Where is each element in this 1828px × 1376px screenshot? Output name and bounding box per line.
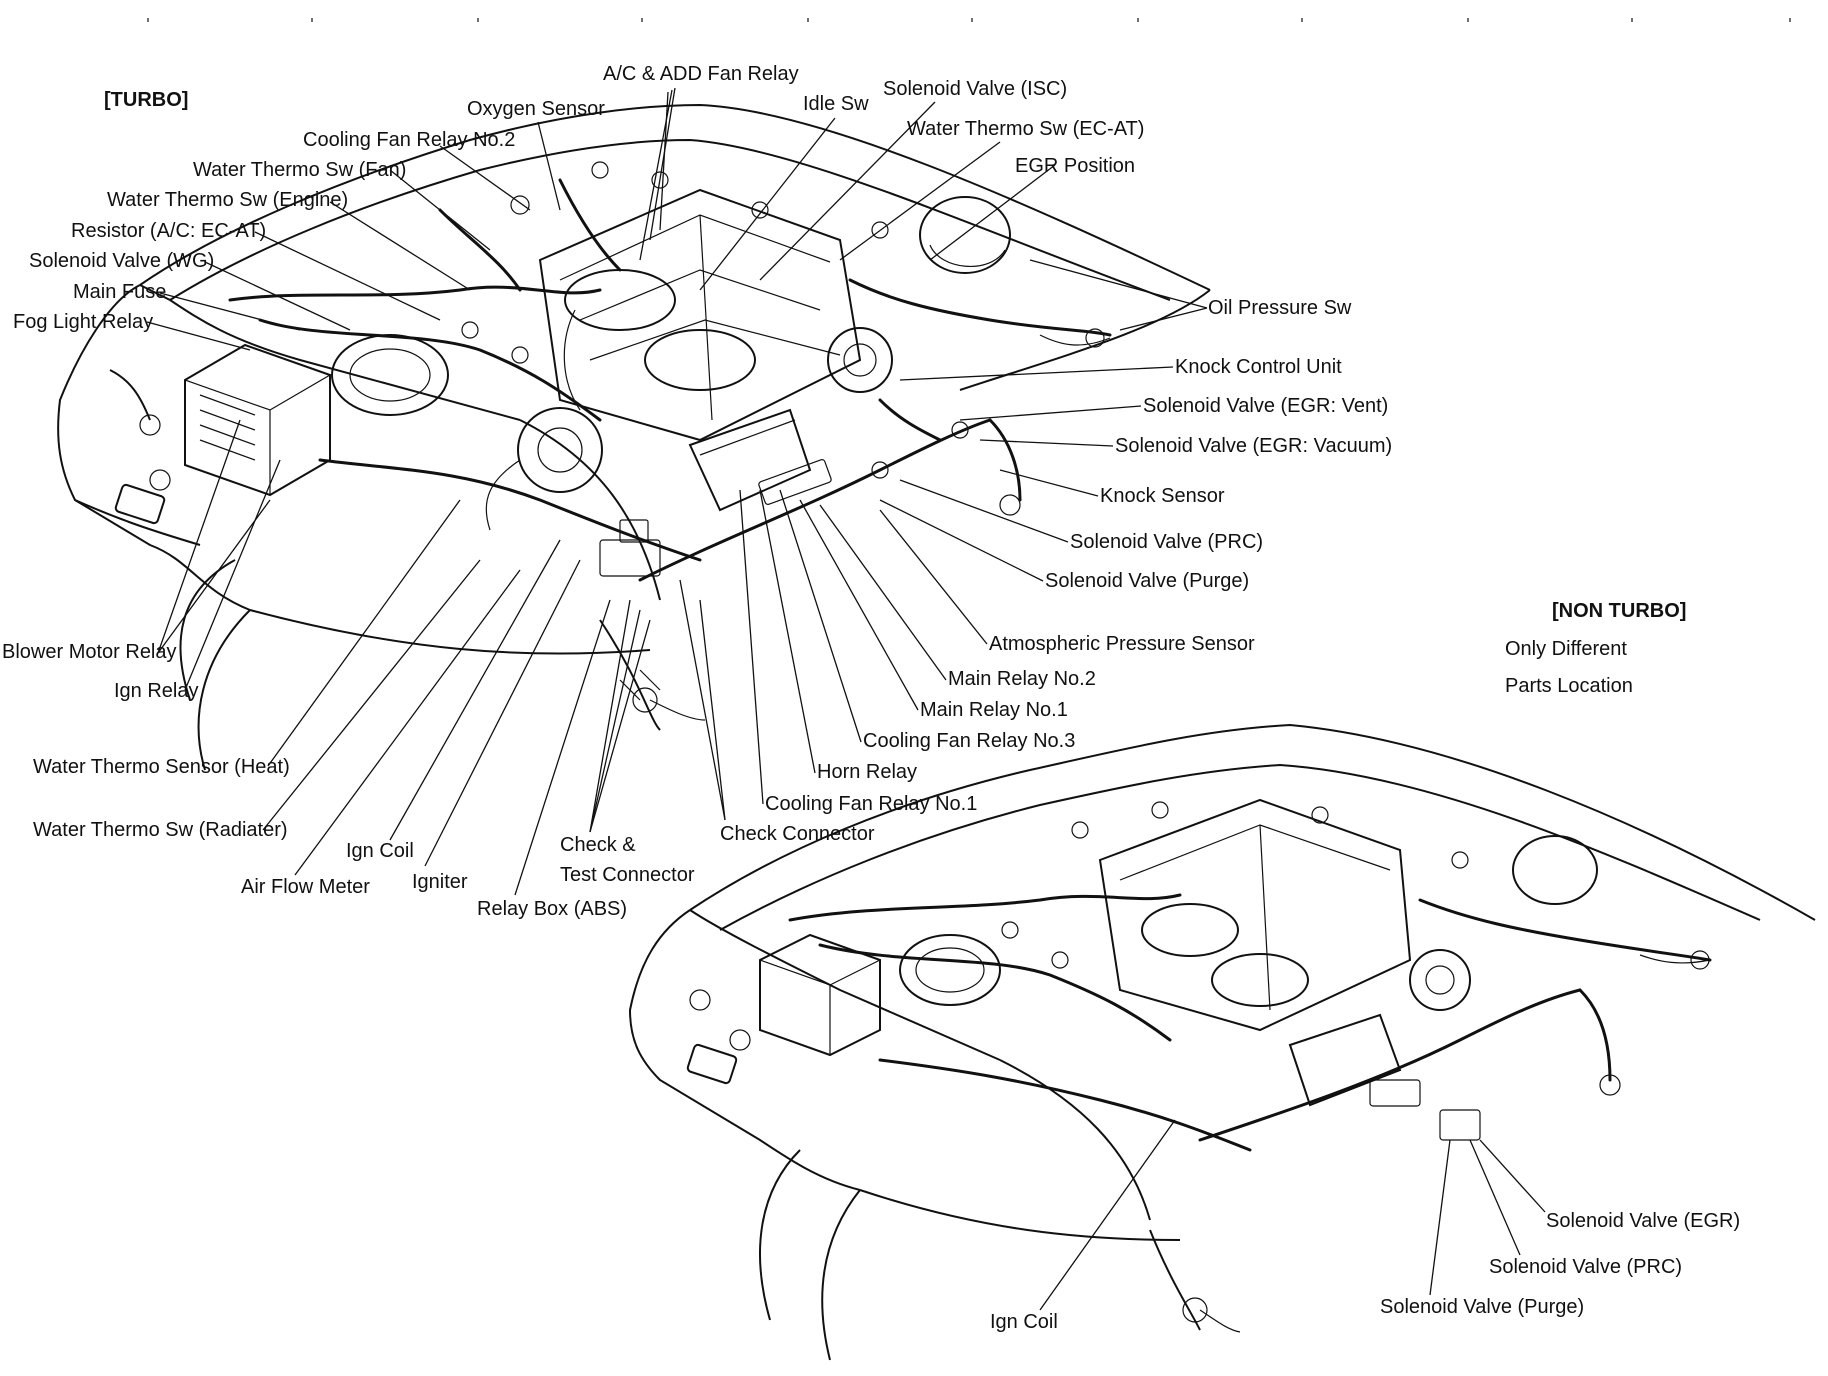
turbo-heading: [TURBO] <box>104 89 188 111</box>
label-water-thermo-sw-fan: Water Thermo Sw (Fan) <box>193 159 406 181</box>
label-nt-solenoid-valve-prc: Solenoid Valve (PRC) <box>1489 1256 1682 1278</box>
label-atmospheric-pressure-sensor: Atmospheric Pressure Sensor <box>989 633 1255 655</box>
label-solenoid-valve-isc: Solenoid Valve (ISC) <box>883 78 1067 100</box>
non-turbo-leader-lines <box>1039 1119 1546 1311</box>
label-cooling-fan-relay-no1: Cooling Fan Relay No.1 <box>765 793 977 815</box>
label-nt-solenoid-valve-egr: Solenoid Valve (EGR) <box>1546 1210 1740 1232</box>
turbo-engine-bay-drawing <box>57 103 1211 771</box>
label-water-thermo-sensor-heat: Water Thermo Sensor (Heat) <box>33 756 290 778</box>
label-test-connector: Test Connector <box>560 864 695 886</box>
scan-ticks <box>147 18 1791 22</box>
label-idle-sw: Idle Sw <box>803 93 869 115</box>
label-water-thermo-sw-ecat: Water Thermo Sw (EC-AT) <box>907 118 1144 140</box>
non-turbo-labels: Solenoid Valve (EGR) Solenoid Valve (PRC… <box>990 1210 1740 1333</box>
non-turbo-note-line-1: Only Different <box>1505 638 1627 660</box>
label-check-and: Check & <box>560 834 636 856</box>
label-check-connector: Check Connector <box>720 823 875 845</box>
label-water-thermo-sw-radiater: Water Thermo Sw (Radiater) <box>33 819 288 841</box>
label-cooling-fan-relay-no2: Cooling Fan Relay No.2 <box>303 129 515 151</box>
label-main-relay-no1: Main Relay No.1 <box>920 699 1068 721</box>
label-resistor-ac-ecat: Resistor (A/C: EC-AT) <box>71 220 266 242</box>
label-igniter: Igniter <box>412 871 468 893</box>
label-oxygen-sensor: Oxygen Sensor <box>467 98 605 120</box>
label-cooling-fan-relay-no3: Cooling Fan Relay No.3 <box>863 730 1075 752</box>
label-knock-sensor: Knock Sensor <box>1100 485 1225 507</box>
label-solenoid-valve-egr-vent: Solenoid Valve (EGR: Vent) <box>1143 395 1388 417</box>
non-turbo-note-line-2: Parts Location <box>1505 675 1633 697</box>
label-ign-relay: Ign Relay <box>114 680 199 702</box>
label-ign-coil-turbo: Ign Coil <box>346 840 414 862</box>
label-blower-motor-relay: Blower Motor Relay <box>2 641 177 663</box>
label-nt-solenoid-valve-purge: Solenoid Valve (Purge) <box>1380 1296 1584 1318</box>
label-relay-box-abs: Relay Box (ABS) <box>477 898 627 920</box>
label-egr-position: EGR Position <box>1015 155 1135 177</box>
label-solenoid-valve-prc: Solenoid Valve (PRC) <box>1070 531 1263 553</box>
label-fog-light-relay: Fog Light Relay <box>13 311 153 333</box>
label-solenoid-valve-wg: Solenoid Valve (WG) <box>29 250 214 272</box>
label-knock-control-unit: Knock Control Unit <box>1175 356 1342 378</box>
label-main-fuse: Main Fuse <box>73 281 166 303</box>
label-horn-relay: Horn Relay <box>817 761 917 783</box>
label-ac-add-fan-relay: A/C & ADD Fan Relay <box>603 63 799 85</box>
label-air-flow-meter: Air Flow Meter <box>241 876 370 898</box>
label-oil-pressure-sw: Oil Pressure Sw <box>1208 297 1352 319</box>
label-solenoid-valve-purge: Solenoid Valve (Purge) <box>1045 570 1249 592</box>
turbo-leader-lines <box>146 87 1208 896</box>
label-nt-ign-coil: Ign Coil <box>990 1311 1058 1333</box>
turbo-labels: A/C & ADD Fan Relay Oxygen Sensor Idle S… <box>2 63 1392 920</box>
label-solenoid-valve-egr-vacuum: Solenoid Valve (EGR: Vacuum) <box>1115 435 1392 457</box>
label-water-thermo-sw-engine: Water Thermo Sw (Engine) <box>107 189 348 211</box>
label-main-relay-no2: Main Relay No.2 <box>948 668 1096 690</box>
non-turbo-engine-bay-drawing <box>628 723 1816 1361</box>
non-turbo-heading: [NON TURBO] <box>1552 600 1686 622</box>
